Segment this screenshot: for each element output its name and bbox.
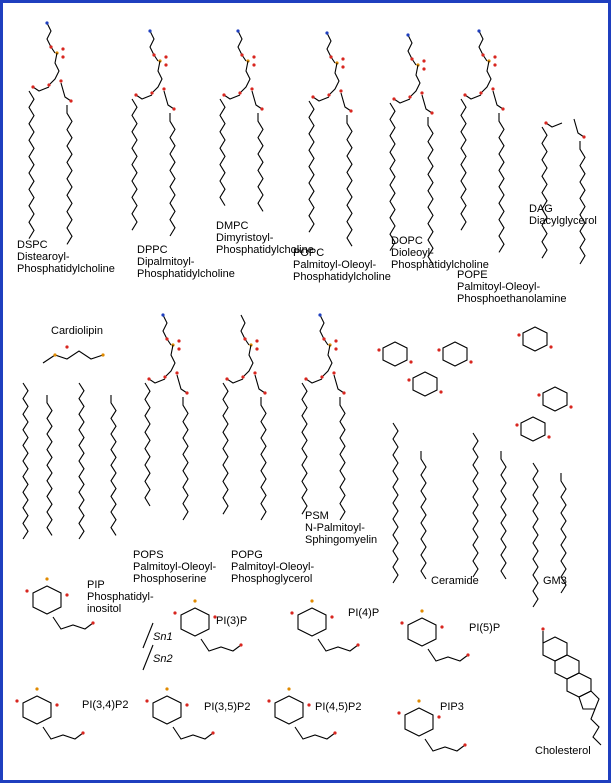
label-pi45p2: PI(4,5)P2 xyxy=(315,701,362,713)
structure-dmpc xyxy=(219,29,264,212)
structure-popg xyxy=(222,314,267,521)
structure-pops xyxy=(144,313,189,521)
label-pi3p: PI(3)P xyxy=(216,615,248,627)
label-pi34p2: PI(3,4)P2 xyxy=(82,699,129,711)
label-gm3: GM3 xyxy=(543,575,567,587)
structure-gm3 xyxy=(515,326,573,608)
structure-pi35p2 xyxy=(145,687,215,740)
label-cardiolipin: Cardiolipin xyxy=(51,325,103,337)
sn2-divider xyxy=(142,644,154,671)
structures-canvas xyxy=(15,21,602,752)
structure-pi3p xyxy=(173,599,243,652)
structure-cholesterol xyxy=(541,627,602,746)
structure-dopc xyxy=(389,33,434,265)
structure-dppc xyxy=(131,29,176,237)
label-sn2: Sn2 xyxy=(153,653,173,665)
label-pi35p2: PI(3,5)P2 xyxy=(204,701,251,713)
structure-dag xyxy=(541,118,586,265)
structure-pi34p2 xyxy=(15,687,85,740)
structure-dspc xyxy=(28,21,73,245)
structure-cardiolipin xyxy=(22,345,117,540)
structure-popc xyxy=(308,31,353,247)
structure-pi5p xyxy=(400,609,470,662)
label-cholesterol: Cholesterol xyxy=(535,745,591,757)
label-ceramide: Ceramide xyxy=(431,575,479,587)
label-pi5p: PI(5)P xyxy=(469,622,501,634)
label-pi4p: PI(4)P xyxy=(348,607,380,619)
label-sn1: Sn1 xyxy=(153,631,173,643)
structure-pip xyxy=(25,577,95,630)
structure-pope xyxy=(460,29,505,253)
structure-pip3 xyxy=(397,699,467,752)
structure-ceramide xyxy=(377,341,507,584)
label-pip3: PIP3 xyxy=(440,701,464,713)
sn1-divider xyxy=(142,622,154,649)
structure-pi45p2 xyxy=(267,687,337,740)
structure-psm xyxy=(301,313,346,521)
structure-pi4p xyxy=(290,599,360,652)
